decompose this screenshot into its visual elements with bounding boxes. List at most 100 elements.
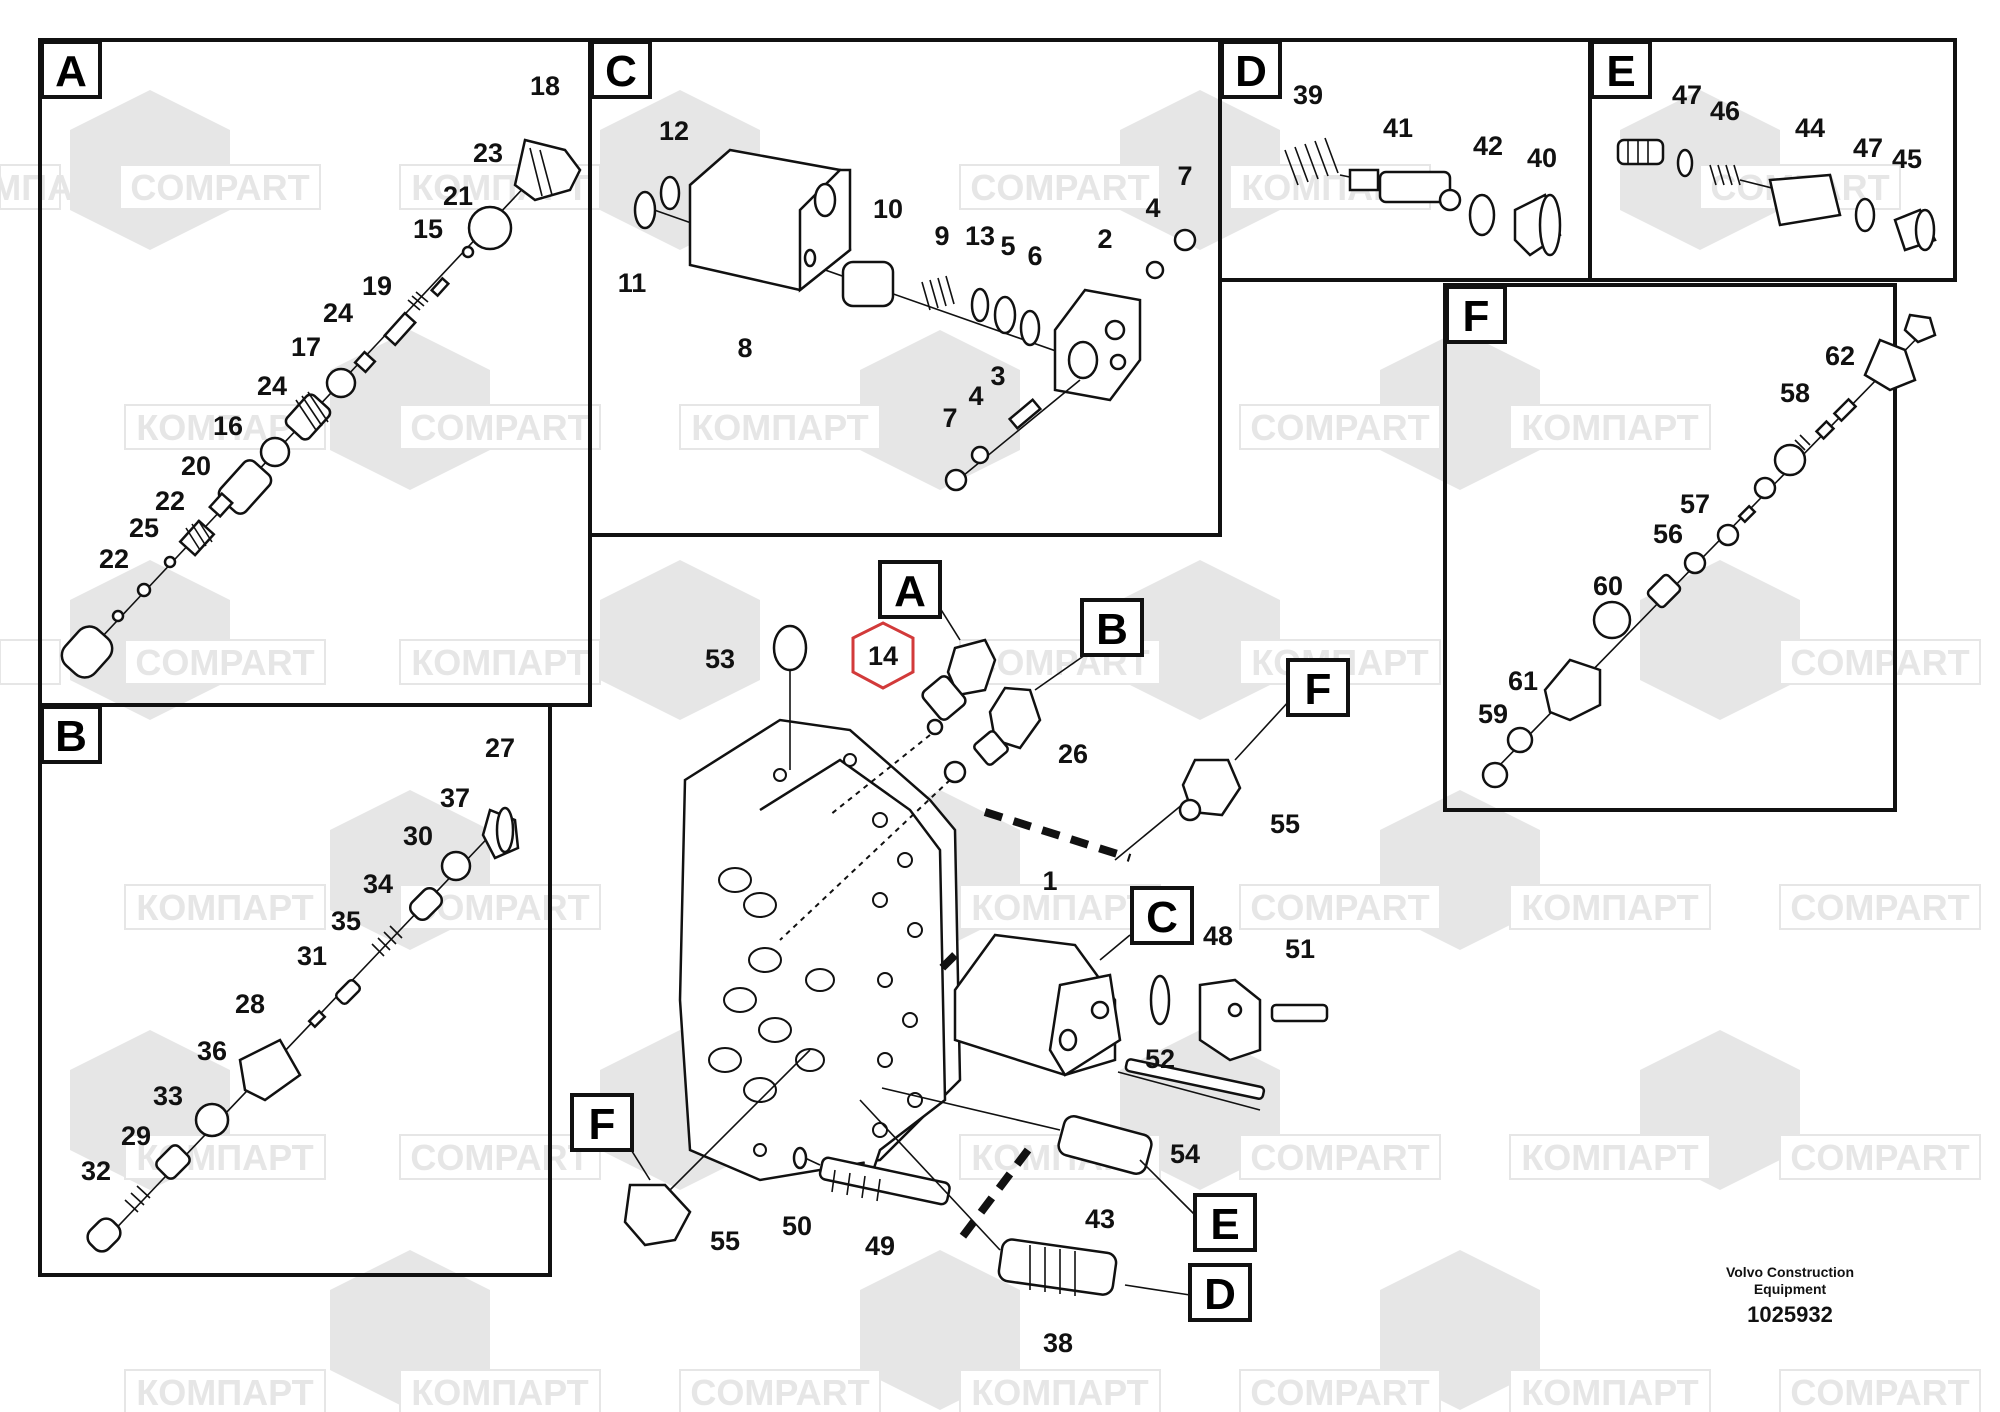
washer-part-13 (970, 287, 990, 323)
o-ring-part-59 (1481, 761, 1509, 789)
watermark-text: КОМПАРТ (1521, 407, 1698, 448)
spring-part-9 (921, 275, 955, 311)
callout-part-number: 22 (155, 486, 185, 516)
seal-part-56 (1683, 551, 1707, 575)
spool-part-41 (1348, 168, 1380, 192)
callout-part-number: 8 (737, 333, 752, 363)
watermark-text: COMPART (690, 1372, 869, 1412)
callout-part-number: 1 (1042, 866, 1057, 896)
o-ring-part-11 (633, 190, 657, 230)
callout-part-number: 47 (1853, 133, 1883, 163)
spring-part-29 (124, 1185, 151, 1213)
panel-f-label: F (1463, 292, 1490, 341)
callout-part-number: 52 (1145, 1044, 1175, 1074)
callouts-panel-b: 27 37 30 34 35 31 28 36 33 29 32 (81, 733, 515, 1186)
callout-part-number: 45 (1892, 144, 1922, 174)
panel-tags: A C D E F B (40, 40, 1652, 764)
watermark-text: COMPART (1790, 887, 1969, 928)
callouts-panel-c: 12 11 10 9 13 5 6 2 4 7 8 3 4 7 (618, 116, 1193, 433)
drawing-footer: Volvo Construction Equipment 1025932 (1726, 1264, 1854, 1327)
main-tag-c: C (1146, 893, 1178, 942)
o-ring-part-6 (1019, 309, 1041, 347)
sleeve-part-10 (841, 260, 895, 308)
callout-part-number: 4 (968, 381, 983, 411)
callouts-panel-a: 18 23 21 15 19 24 17 24 16 20 22 25 22 (99, 71, 560, 574)
callout-part-number: 57 (1680, 489, 1710, 519)
callout-part-number: 55 (1270, 809, 1300, 839)
highlighted-part-marker[interactable]: 14 (851, 621, 915, 690)
watermark-text: COMPART (135, 642, 314, 683)
callout-part-number: 32 (81, 1156, 111, 1186)
panel-a-parts (60, 138, 582, 679)
o-ring-part-24 (325, 367, 357, 399)
relief-valve-part-38 (997, 1238, 1118, 1296)
panel-f-frame (1443, 283, 1897, 812)
drawing-number: 1025932 (1747, 1302, 1833, 1327)
watermark-text: COMPART (1250, 1372, 1429, 1412)
bolt-part-51 (1270, 1003, 1329, 1023)
callout-part-number: 54 (1170, 1139, 1200, 1169)
callout-part-number: 56 (1653, 519, 1683, 549)
callout-part-number: 12 (659, 116, 689, 146)
main-tag-a: A (894, 567, 926, 616)
callout-part-number: 51 (1285, 934, 1315, 964)
nut-part-f (1903, 313, 1937, 344)
watermark-layer: COMPART КОМПАРТ COMPART КОМПАРТ COMPART … (0, 90, 1981, 1412)
o-ring-part-56 (1716, 523, 1740, 547)
callout-part-number: 43 (1085, 1204, 1115, 1234)
panel-c-frame (588, 38, 1222, 537)
eye-bolt-part-53 (772, 624, 808, 672)
connector-dash (983, 808, 1132, 862)
manufacturer-line-1: Volvo Construction (1726, 1264, 1854, 1280)
panel-a-label: A (55, 47, 87, 96)
callout-part-number: 37 (440, 783, 470, 813)
spool-part-62 (1832, 397, 1858, 423)
highlighted-part-number[interactable]: 14 (868, 641, 898, 671)
callout-part-number: 61 (1508, 666, 1538, 696)
sleeve-part-44 (1768, 173, 1842, 227)
body-part-61 (1543, 658, 1602, 722)
panel-e-label: E (1606, 47, 1635, 96)
callout-part-number: 27 (485, 733, 515, 763)
spool-part-19 (382, 311, 418, 347)
callout-part-number: 59 (1478, 699, 1508, 729)
callout-part-number: 24 (257, 371, 287, 401)
watermark-text: КОМПАРТ (691, 407, 868, 448)
o-ring-part-47 (1676, 148, 1694, 178)
cartridge-part-43 (1057, 1115, 1153, 1175)
spool-part-30 (408, 886, 444, 922)
callout-part-number: 50 (782, 1211, 812, 1241)
watermark-text: COMPART (970, 167, 1149, 208)
pin-part-35 (334, 978, 362, 1006)
callout-part-number: 40 (1527, 143, 1557, 173)
panel-b-label: B (55, 712, 87, 761)
panel-d-parts (1284, 137, 1562, 257)
callout-part-number: 39 (1293, 80, 1323, 110)
callout-part-number: 53 (705, 644, 735, 674)
o-ring-part-60 (1592, 600, 1632, 640)
callout-part-number: 23 (473, 138, 503, 168)
callout-part-number: 2 (1097, 224, 1112, 254)
sensor-part-55b (623, 1183, 692, 1247)
sensor-part-55 (1181, 758, 1242, 817)
callout-part-number: 46 (1710, 96, 1740, 126)
callouts-main: 53 26 55 1 48 51 52 54 43 55 50 49 38 (705, 644, 1315, 1358)
callout-part-number: 62 (1825, 341, 1855, 371)
sleeve-part-60 (1646, 573, 1682, 609)
pin-part-57 (1737, 504, 1757, 524)
panel-b-frame (38, 703, 552, 1277)
watermark-text: КОМПАРТ (1521, 887, 1698, 928)
callout-part-number: 21 (443, 181, 473, 211)
main-tag-e: E (1210, 1200, 1239, 1249)
plug-part-32 (86, 1217, 122, 1253)
pin-part-31 (307, 1009, 327, 1029)
body-part-f (1863, 338, 1917, 392)
watermark-text: COMPART (1790, 1137, 1969, 1178)
watermark-text: КОМПАРТ (1521, 1372, 1698, 1412)
watermark-text: КОМПАРТ (0, 167, 119, 208)
callouts-panel-f: 62 58 57 56 60 61 59 (1478, 341, 1855, 729)
cap-part-33 (155, 1144, 191, 1180)
watermark-text: КОМПАРТ (411, 1372, 588, 1412)
main-tag-d: D (1204, 1270, 1236, 1319)
o-ring-part-24b (259, 436, 291, 468)
